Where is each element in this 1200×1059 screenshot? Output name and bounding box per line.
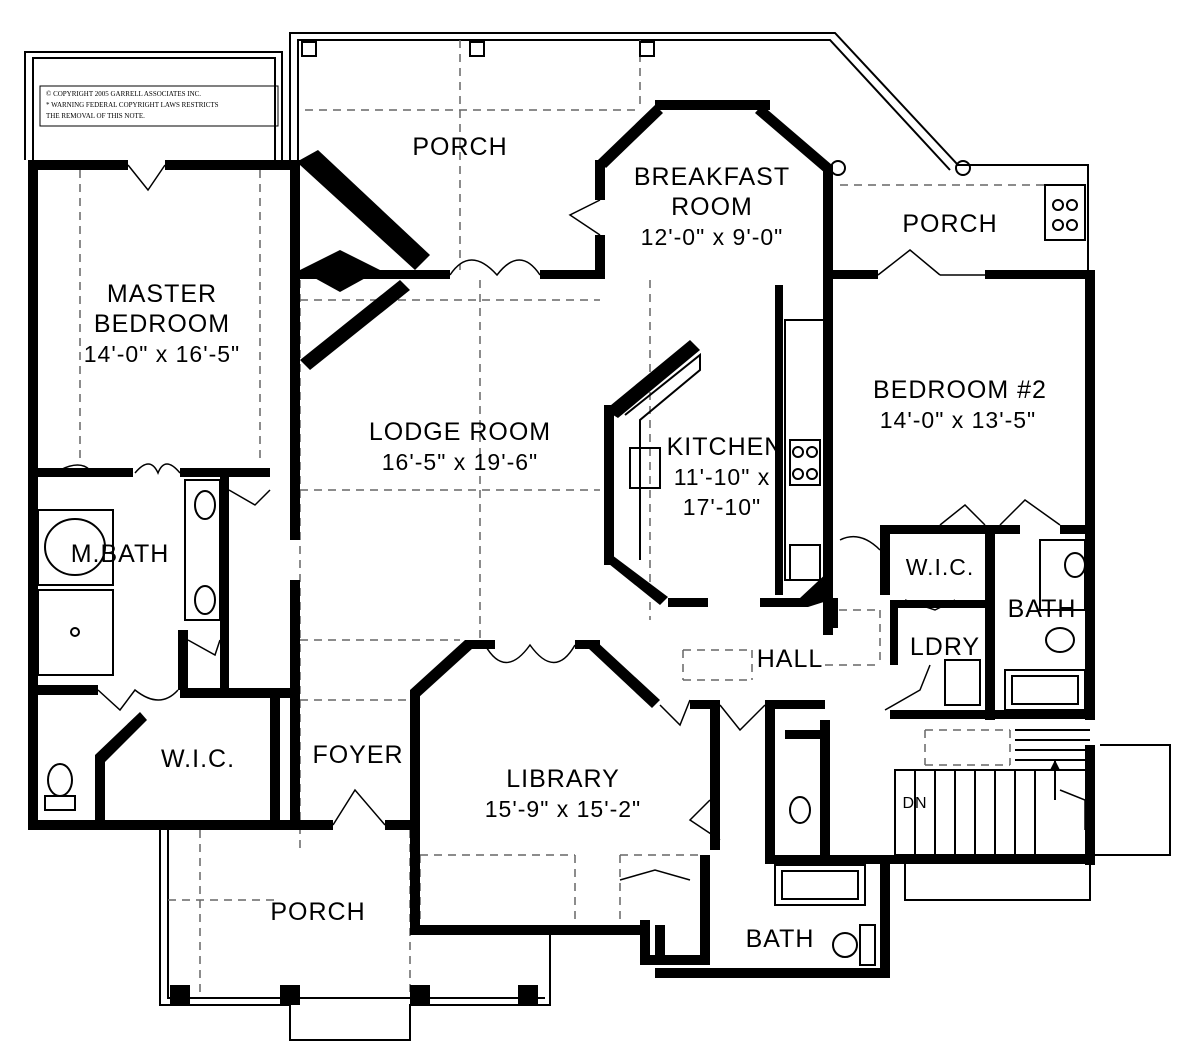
breakfast-room-dims: 12'-0" x 9'-0": [641, 224, 784, 250]
copyright-line-3: THE REMOVAL OF THIS NOTE.: [46, 112, 145, 120]
room-labels: PORCH BREAKFAST ROOM 12'-0" x 9'-0" PORC…: [71, 133, 1077, 953]
library-dims: 15'-9" x 15'-2": [485, 796, 641, 822]
hall-label: HALL: [757, 645, 824, 673]
kitchen-label: KITCHEN: [667, 433, 784, 461]
wic-left-label: W.I.C.: [161, 745, 235, 773]
copyright-line-1: © COPYRIGHT 2005 GARRELL ASSOCIATES INC.: [46, 90, 201, 98]
library-label: LIBRARY: [506, 765, 620, 793]
stair-down-label: DN: [902, 795, 927, 812]
breakfast-room-label-1: BREAKFAST: [634, 163, 790, 191]
wic-right-label: W.I.C.: [906, 554, 975, 580]
kitchen-dims-1: 11'-10" x: [674, 464, 771, 490]
porch-right-label: PORCH: [902, 210, 997, 238]
porch-columns: [170, 41, 971, 1005]
master-bedroom-label-2: BEDROOM: [94, 310, 230, 338]
doors-fixtures: [37, 164, 1091, 966]
lodge-room-dims: 16'-5" x 19'-6": [382, 449, 538, 475]
bath-bottom-label: BATH: [746, 925, 815, 953]
bedroom-2-label: BEDROOM #2: [873, 376, 1047, 404]
breakfast-room-label-2: ROOM: [671, 193, 753, 221]
copyright-line-2: * WARNING FEDERAL COPYRIGHT LAWS RESTRIC…: [46, 101, 219, 109]
master-bath-label: M.BATH: [71, 540, 170, 568]
master-bedroom-dims: 14'-0" x 16'-5": [84, 341, 240, 367]
porch-bottom-label: PORCH: [270, 898, 365, 926]
bath-right-label: BATH: [1008, 595, 1077, 623]
porch-top-label: PORCH: [412, 133, 507, 161]
master-bedroom-label-1: MASTER: [107, 280, 217, 308]
laundry-label: LDRY: [910, 633, 980, 661]
walls: [28, 100, 1095, 978]
copyright-note: © COPYRIGHT 2005 GARRELL ASSOCIATES INC.…: [39, 85, 279, 127]
lodge-room-label: LODGE ROOM: [369, 418, 551, 446]
foyer-label: FOYER: [312, 741, 403, 769]
bedroom-2-dims: 14'-0" x 13'-5": [880, 407, 1036, 433]
kitchen-dims-2: 17'-10": [683, 494, 761, 520]
